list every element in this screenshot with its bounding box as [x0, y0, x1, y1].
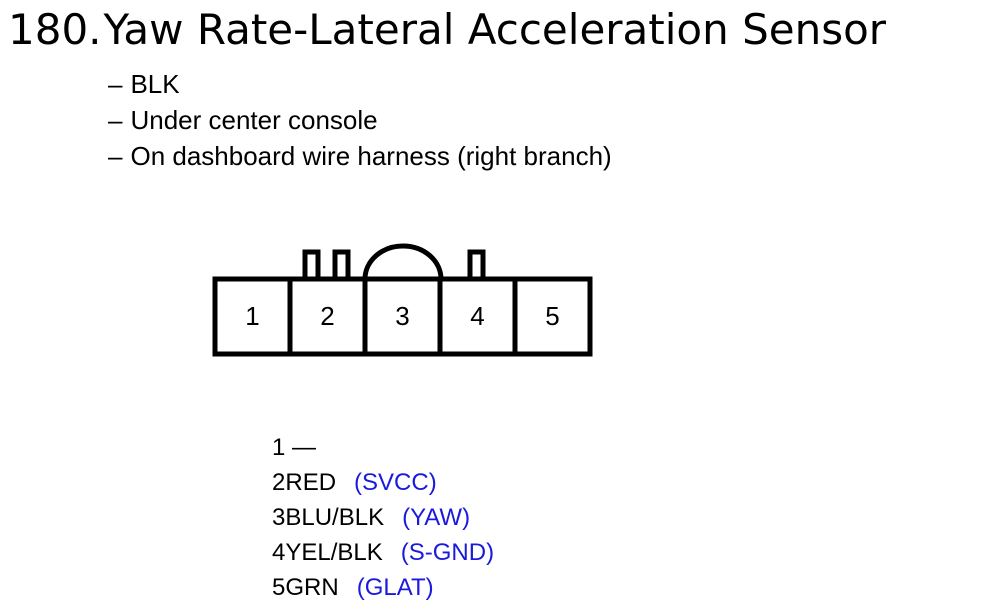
pin-wire: BLU/BLK: [285, 504, 385, 531]
title-number: 180.: [8, 5, 102, 54]
lock-tab: [332, 249, 351, 282]
connector-diagram: 1 2 3 4 5: [212, 243, 593, 357]
title-text: Yaw Rate-Lateral Acceleration Sensor: [103, 5, 887, 54]
pin-wire: —: [285, 434, 317, 461]
pin-wire: GRN: [285, 574, 339, 601]
pin-number: 1: [272, 434, 286, 461]
note-text: BLK: [130, 69, 180, 99]
pin-row: 5GRN (GLAT): [272, 570, 494, 605]
pin-wire: RED: [285, 469, 337, 496]
terminal-label: 1: [245, 301, 259, 331]
pin-number: 3: [272, 504, 286, 531]
note-item: –BLK: [108, 66, 612, 102]
note-dash: –: [108, 105, 123, 135]
pin-number: 4: [272, 539, 286, 566]
pin-row: 1 —: [272, 430, 494, 465]
pin-number: 5: [272, 574, 286, 601]
page-title: 180.Yaw Rate-Lateral Acceleration Sensor: [8, 2, 886, 58]
terminal-label: 5: [545, 301, 559, 331]
connector-notes: –BLK –Under center console –On dashboard…: [108, 66, 612, 174]
lock-tab: [467, 249, 486, 282]
lock-tab: [302, 249, 321, 282]
pin-row: 2RED (SVCC): [272, 465, 494, 500]
pin-row: 4YEL/BLK (S-GND): [272, 535, 494, 570]
pin-signal: (YAW): [402, 504, 471, 531]
pin-row: 3BLU/BLK (YAW): [272, 500, 494, 535]
pin-number: 2: [272, 469, 286, 496]
note-item: –On dashboard wire harness (right branch…: [108, 138, 612, 174]
terminal-label: 3: [395, 301, 409, 331]
pin-assignment-list: 1 — 2RED (SVCC) 3BLU/BLK (YAW) 4YEL/BLK (S-…: [272, 430, 494, 605]
pin-signal: (S-GND): [400, 539, 495, 566]
note-dash: –: [108, 141, 123, 171]
note-dash: –: [108, 69, 123, 99]
connector-dome: [362, 243, 444, 280]
pin-signal: (SVCC): [354, 469, 437, 496]
connector-body: [212, 276, 593, 357]
terminal-label: 4: [470, 301, 484, 331]
note-item: –Under center console: [108, 102, 612, 138]
note-text: Under center console: [130, 105, 378, 135]
pin-wire: YEL/BLK: [285, 539, 383, 566]
note-text: On dashboard wire harness (right branch): [130, 141, 612, 171]
pin-signal: (GLAT): [356, 574, 434, 601]
terminal-label: 2: [320, 301, 334, 331]
